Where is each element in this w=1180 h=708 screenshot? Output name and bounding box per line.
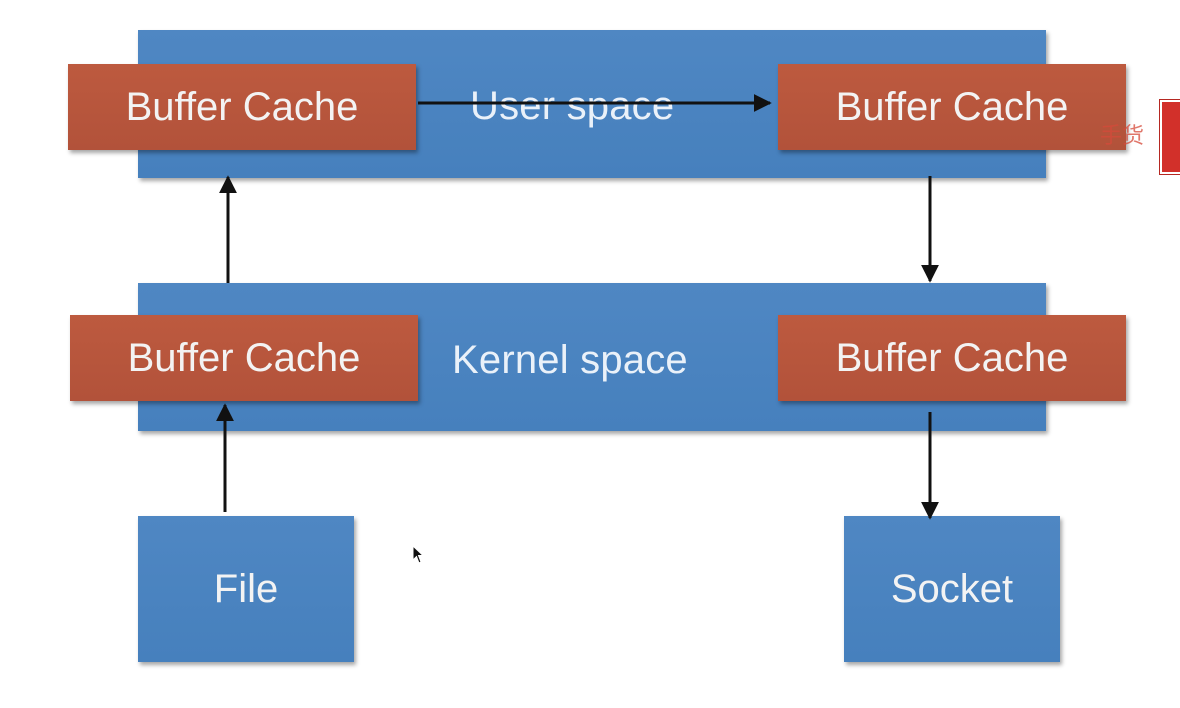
user-buffer-cache-right: Buffer Cache: [778, 64, 1126, 150]
watermark-overlay: 手货: [1100, 124, 1145, 149]
socket-box: Socket: [844, 516, 1060, 662]
kernel-buffer-cache-right: Buffer Cache: [778, 315, 1126, 401]
kernel-space-label: Kernel space: [452, 338, 688, 382]
mouse-cursor-icon: [412, 545, 425, 564]
file-box: File: [138, 516, 354, 662]
watermark-badge: [1160, 100, 1180, 174]
kernel-buffer-cache-left: Buffer Cache: [70, 315, 418, 401]
user-space-label: User space: [470, 84, 675, 128]
user-buffer-cache-left: Buffer Cache: [68, 64, 416, 150]
